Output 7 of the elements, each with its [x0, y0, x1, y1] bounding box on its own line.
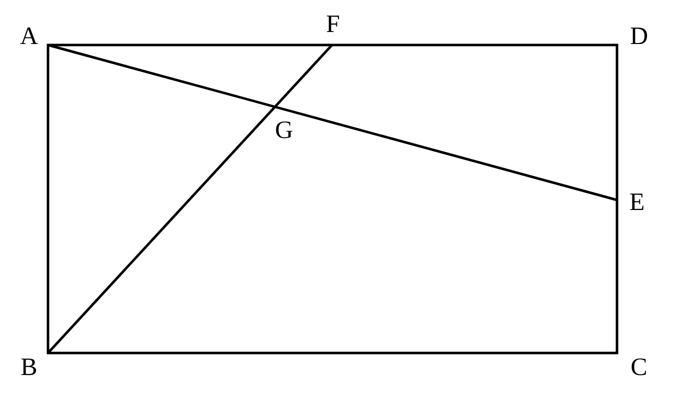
point-label: A: [20, 24, 38, 50]
point-label: D: [630, 24, 648, 50]
point-label: E: [629, 190, 645, 216]
point-label: C: [630, 355, 648, 381]
point-label: F: [326, 12, 340, 38]
point-label: B: [20, 355, 38, 381]
point-label: G: [274, 118, 294, 144]
